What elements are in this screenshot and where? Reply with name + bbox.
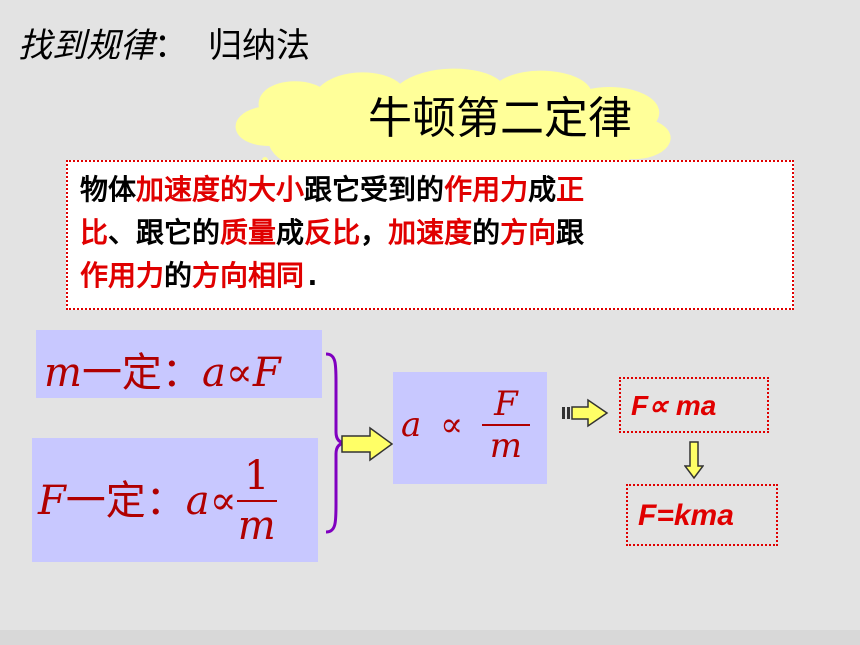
formula1-a: a xyxy=(201,350,226,396)
formula1-var: m xyxy=(44,350,82,396)
heading: 找到规律： 归纳法 xyxy=(18,18,310,67)
slide-footer-bar xyxy=(0,630,860,645)
law-segment: 物体 xyxy=(80,173,137,206)
formula2-var: F xyxy=(38,478,66,524)
arrow-down-icon xyxy=(684,441,704,480)
law-segment: 反比 xyxy=(304,216,361,249)
law-segment: 成 xyxy=(528,173,557,206)
formula2-prop: ∝ xyxy=(209,478,237,524)
formula2-den: m xyxy=(237,503,276,549)
result-equation: F=kma xyxy=(626,484,778,546)
heading-label: 找到规律 xyxy=(18,26,154,66)
law-segment: 跟 xyxy=(556,216,585,249)
result-proportional: F∝ ma xyxy=(619,377,769,433)
formula2-fixed: 一定： xyxy=(65,478,186,524)
law-segment: 比 xyxy=(80,216,109,249)
combined-prop: ∝ xyxy=(440,405,464,445)
law-line-2: 比、跟它的质量成反比，加速度的方向跟 xyxy=(80,211,782,254)
law-segment: 质量 xyxy=(220,216,277,249)
formula1-prop: ∝ xyxy=(225,350,253,396)
law-segment: 加速度 xyxy=(388,216,473,249)
law-segment: . xyxy=(304,259,321,292)
formula2-fraction-bar xyxy=(236,500,277,502)
law-segment: 的 xyxy=(472,216,501,249)
law-segment: 成 xyxy=(276,216,305,249)
formula2-num: 1 xyxy=(243,453,270,499)
law-segment: 大小 xyxy=(248,173,305,206)
formula-combined: a ∝ F m xyxy=(393,372,547,484)
law-segment: 作用力 xyxy=(80,259,165,292)
law-statement: 物体加速度的大小跟它受到的作用力成正 比、跟它的质量成反比，加速度的方向跟 作用… xyxy=(66,160,794,310)
law-segment: 、跟它的 xyxy=(108,216,221,249)
formula1-fixed: 一定： xyxy=(81,350,202,396)
formula-m-fixed: m一定：a∝F xyxy=(36,330,322,398)
arrow-to-result-icon xyxy=(562,398,609,428)
law-segment: 加速度的 xyxy=(136,173,249,206)
cloud-title: 牛顿第二定律 xyxy=(368,93,632,144)
formula2-a: a xyxy=(185,478,210,524)
law-line-3: 作用力的方向相同. xyxy=(80,254,782,297)
formula2-fraction: 1 m xyxy=(236,452,277,550)
formula-f-fixed: F一定：a∝ 1 m xyxy=(32,438,318,562)
law-segment: 正 xyxy=(556,173,585,206)
law-segment: 方向 xyxy=(500,216,557,249)
arrow-to-combined-icon xyxy=(341,426,394,462)
combined-fraction-bar xyxy=(481,424,530,426)
law-segment: ， xyxy=(360,216,389,249)
heading-method: 归纳法 xyxy=(208,26,310,66)
law-segment: 跟它受到的 xyxy=(304,173,445,206)
formula1-rhs: F xyxy=(252,350,281,396)
law-segment: 作用力 xyxy=(444,173,529,206)
heading-colon: ： xyxy=(154,26,188,66)
law-segment: 的 xyxy=(164,259,193,292)
law-line-1: 物体加速度的大小跟它受到的作用力成正 xyxy=(80,168,782,211)
combined-den: m xyxy=(489,426,523,466)
combined-num: F xyxy=(494,384,518,424)
combined-fraction: F m xyxy=(481,384,530,466)
combined-a: a xyxy=(401,405,422,445)
law-segment: 方向相同 xyxy=(192,259,305,292)
